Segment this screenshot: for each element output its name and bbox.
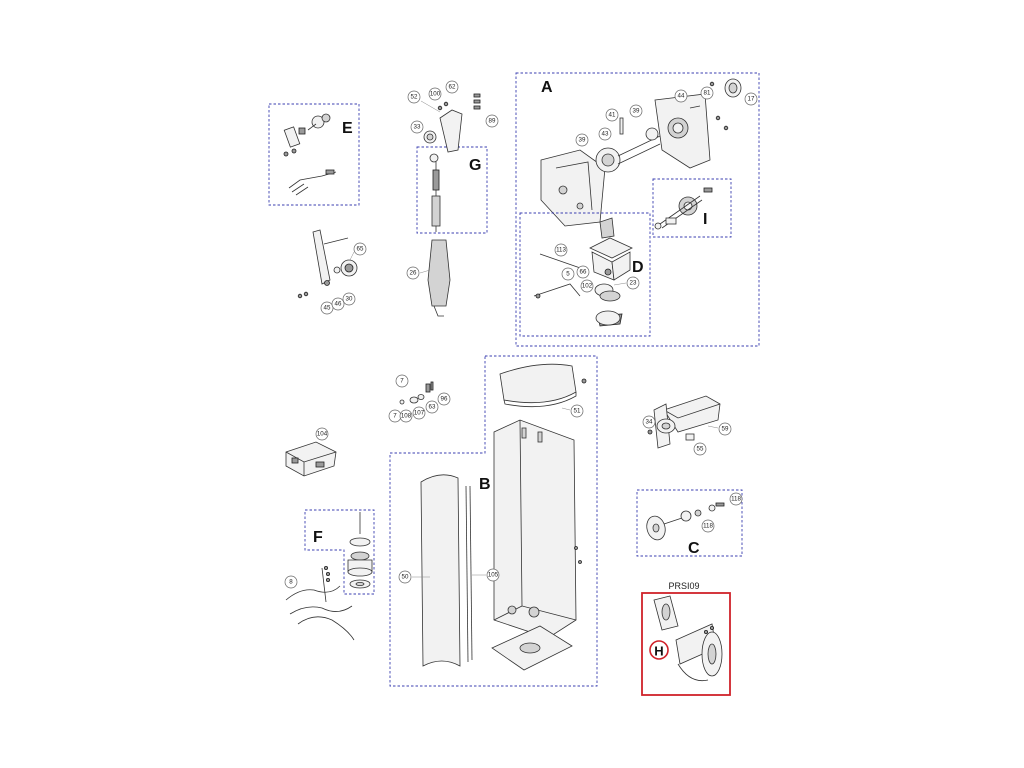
group-b-letter: B <box>479 476 491 493</box>
group-d-letter: D <box>632 259 644 276</box>
cabinet-cover: 51 <box>499 363 587 418</box>
group-b-box <box>389 355 598 687</box>
group-c: C 118 118 <box>636 489 743 557</box>
callout-62: 62 <box>449 84 456 91</box>
wiring-harness: 8 <box>284 566 355 641</box>
callout-26: 26 <box>410 270 417 277</box>
callout-96: 96 <box>441 396 448 403</box>
group-a-box <box>515 72 760 347</box>
callout-52: 52 <box>411 94 418 101</box>
group-g-box <box>416 146 488 234</box>
group-a-callouts: 17 44 81 39 41 43 39 <box>575 86 758 147</box>
door-panel: 50 105 <box>398 474 500 667</box>
group-e-parts <box>283 113 337 196</box>
gas-spring <box>427 153 451 317</box>
callout-7-lower: 7 <box>393 413 397 420</box>
group-i-letter: I <box>703 211 707 228</box>
group-i-parts <box>654 187 713 230</box>
callout-102: 102 <box>582 283 593 290</box>
callout-8: 8 <box>289 579 293 586</box>
group-c-letter: C <box>688 540 700 557</box>
gearbox-housing <box>540 78 742 227</box>
motor <box>589 217 633 327</box>
callout-39-upper: 39 <box>633 108 640 115</box>
callout-108: 108 <box>401 413 412 420</box>
group-h-marker <box>649 640 669 660</box>
callout-34: 34 <box>646 419 653 426</box>
allen-key <box>533 253 587 299</box>
callout-104: 104 <box>317 431 328 438</box>
callout-113: 113 <box>556 247 566 254</box>
callout-81: 81 <box>704 90 711 97</box>
mounting-bracket: 34 59 55 <box>642 395 732 456</box>
callout-118-lower: 118 <box>703 523 713 530</box>
callout-59: 59 <box>722 426 729 433</box>
group-d-box <box>519 212 651 337</box>
group-e-letter: E <box>342 120 353 137</box>
group-f-box <box>304 509 375 595</box>
handwheel <box>646 502 725 541</box>
callout-55: 55 <box>697 446 704 453</box>
group-h: PRSI09 H <box>641 581 731 696</box>
group-d: D 113 5 66 102 23 <box>519 212 651 337</box>
small-parts-cluster: 7 96 63 7 108 107 <box>388 374 451 423</box>
lever-assembly: 65 45 46 30 <box>297 229 367 315</box>
group-i: I <box>652 178 732 238</box>
callout-66: 66 <box>580 269 587 276</box>
group-f-parts <box>347 512 373 589</box>
callout-50: 50 <box>402 574 409 581</box>
group-b: B 51 50 <box>389 355 598 687</box>
callout-23: 23 <box>630 280 637 287</box>
callout-65: 65 <box>357 246 364 253</box>
group-g-upper-parts <box>423 93 481 153</box>
callout-118-upper: 118 <box>731 496 741 503</box>
callout-44: 44 <box>678 93 685 100</box>
group-h-letter: H <box>654 644 663 659</box>
group-h-parts <box>653 595 723 682</box>
callout-45: 45 <box>324 305 331 312</box>
group-g-callouts: 52 100 62 89 33 26 <box>406 80 499 280</box>
group-e-box <box>268 103 360 206</box>
callout-46: 46 <box>335 301 342 308</box>
callout-7-upper: 7 <box>400 378 404 385</box>
group-i-box <box>652 178 732 238</box>
callout-63: 63 <box>429 404 436 411</box>
group-a: A 17 44 81 <box>515 72 760 347</box>
group-g: G 52 100 62 89 <box>406 80 499 317</box>
group-g-letter: G <box>469 157 481 174</box>
callout-107: 107 <box>414 410 425 417</box>
callout-41: 41 <box>609 112 616 119</box>
kit-label: PRSI09 <box>668 581 699 591</box>
callout-100: 100 <box>430 91 441 98</box>
callout-51: 51 <box>574 408 581 415</box>
group-f-letter: F <box>313 529 323 546</box>
callout-43: 43 <box>602 131 609 138</box>
cabinet-body <box>491 419 582 671</box>
callout-17: 17 <box>748 96 755 103</box>
callout-5: 5 <box>566 271 570 278</box>
callout-33: 33 <box>414 124 421 131</box>
group-e: E <box>268 103 360 206</box>
callout-89: 89 <box>489 118 496 125</box>
callout-39-lower: 39 <box>579 137 586 144</box>
group-f: F <box>304 509 375 595</box>
callout-105: 105 <box>488 572 499 579</box>
control-board: 104 <box>285 427 337 477</box>
group-a-letter: A <box>541 79 553 96</box>
callout-30: 30 <box>346 296 353 303</box>
group-d-callouts: 113 5 66 102 23 <box>554 243 640 293</box>
group-h-box <box>641 592 731 696</box>
